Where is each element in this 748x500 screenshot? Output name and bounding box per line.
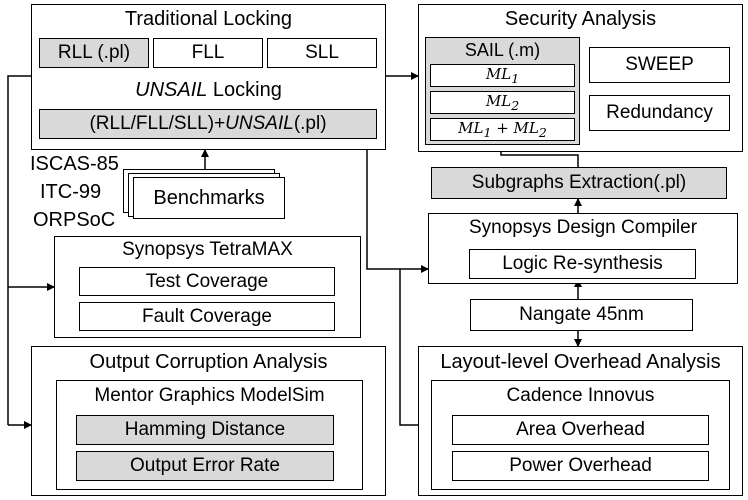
sweep-box: SWEEP: [589, 47, 730, 83]
hamming-box: Hamming Distance: [76, 415, 334, 445]
layout-overhead-title: Layout-level Overhead Analysis: [440, 351, 721, 373]
ml-sum-box: ML1 + ML2: [430, 118, 575, 141]
security-analysis-box: Security Analysis SAIL (.m) ML1 ML2 ML1 …: [418, 4, 743, 152]
traditional-locking-box: Traditional Locking RLL (.pl) FLL SLL UN…: [31, 4, 386, 150]
subgraphs-box: Subgraphs Extraction(.pl): [431, 167, 727, 199]
modelsim-box: Mentor Graphics ModelSim Hamming Distanc…: [56, 380, 363, 490]
synopsys-dc-title: Synopsys Design Compiler: [468, 217, 698, 238]
combined-italic: UNSAIL: [225, 113, 294, 134]
fll-box: FLL: [153, 38, 263, 68]
unsail-word: UNSAIL: [135, 79, 208, 101]
unsail-locking-title: UNSAIL Locking: [32, 79, 385, 102]
layout-overhead-box: Layout-level Overhead Analysis Cadence I…: [418, 346, 743, 496]
innovus-box: Cadence Innovus Area Overhead Power Over…: [431, 380, 730, 490]
subgraphs-label: Subgraphs Extraction(.pl): [471, 172, 687, 193]
sweep-label: SWEEP: [625, 54, 694, 75]
hamming-label: Hamming Distance: [124, 419, 286, 440]
benchmarks-label: Benchmarks: [153, 186, 265, 209]
area-overhead-label: Area Overhead: [516, 419, 645, 440]
tetramax-title: Synopsys TetraMAX: [122, 239, 293, 260]
fll-label: FLL: [191, 42, 225, 63]
nangate-label: Nangate 45nm: [519, 304, 644, 325]
security-analysis-title: Security Analysis: [504, 8, 657, 30]
wire-locking-to-dc: [366, 150, 429, 273]
innovus-title: Cadence Innovus: [506, 385, 655, 406]
wire-left-trunk: [7, 75, 31, 425]
output-error-rate-label: Output Error Rate: [130, 455, 280, 476]
power-overhead-box: Power Overhead: [452, 451, 709, 481]
logic-resynthesis-box: Logic Re-synthesis: [469, 249, 696, 279]
output-corruption-title: Output Corruption Analysis: [89, 351, 328, 373]
synopsys-dc-box: Synopsys Design Compiler Logic Re-synthe…: [428, 213, 738, 284]
traditional-locking-title: Traditional Locking: [124, 8, 293, 30]
unsail-suffix: Locking: [207, 79, 282, 101]
ml-sum-label: ML1 + ML2: [458, 119, 547, 140]
logic-resynthesis-label: Logic Re-synthesis: [502, 253, 663, 274]
ml2-box: ML2: [430, 91, 575, 114]
tetramax-box: Synopsys TetraMAX Test Coverage Fault Co…: [54, 236, 361, 338]
redundancy-box: Redundancy: [589, 95, 730, 131]
combined-suffix: (.pl): [293, 113, 327, 134]
power-overhead-label: Power Overhead: [509, 455, 652, 476]
output-corruption-box: Output Corruption Analysis Mentor Graphi…: [31, 346, 386, 496]
modelsim-title: Mentor Graphics ModelSim: [94, 385, 325, 406]
unsail-combined-box: (RLL/FLL/SLL)+UNSAIL (.pl): [39, 109, 377, 139]
test-coverage-box: Test Coverage: [79, 267, 335, 296]
ml1-box: ML1: [430, 64, 575, 87]
test-coverage-label: Test Coverage: [145, 270, 269, 292]
rll-box: RLL (.pl): [39, 38, 149, 68]
fault-coverage-label: Fault Coverage: [142, 305, 272, 327]
benchmarks-box: Benchmarks: [133, 177, 285, 219]
ml1-label: ML1: [485, 65, 520, 86]
output-error-rate-box: Output Error Rate: [76, 451, 334, 481]
fault-coverage-box: Fault Coverage: [79, 302, 335, 331]
redundancy-label: Redundancy: [606, 102, 713, 123]
itc-label: ITC-99: [40, 181, 102, 203]
sail-label: SAIL (.m): [464, 40, 541, 60]
area-overhead-box: Area Overhead: [452, 415, 709, 445]
combined-prefix: (RLL/FLL/SLL)+: [89, 113, 226, 134]
nangate-box: Nangate 45nm: [470, 299, 693, 331]
orpsoc-label: ORPSoC: [33, 209, 116, 231]
rll-label: RLL (.pl): [57, 42, 131, 63]
sll-box: SLL: [267, 38, 377, 68]
sail-box: SAIL (.m) ML1 ML2 ML1 + ML2: [425, 37, 580, 145]
sll-label: SLL: [305, 42, 339, 63]
ml2-label: ML2: [485, 92, 520, 113]
iscas-label: ISCAS-85: [30, 153, 119, 175]
